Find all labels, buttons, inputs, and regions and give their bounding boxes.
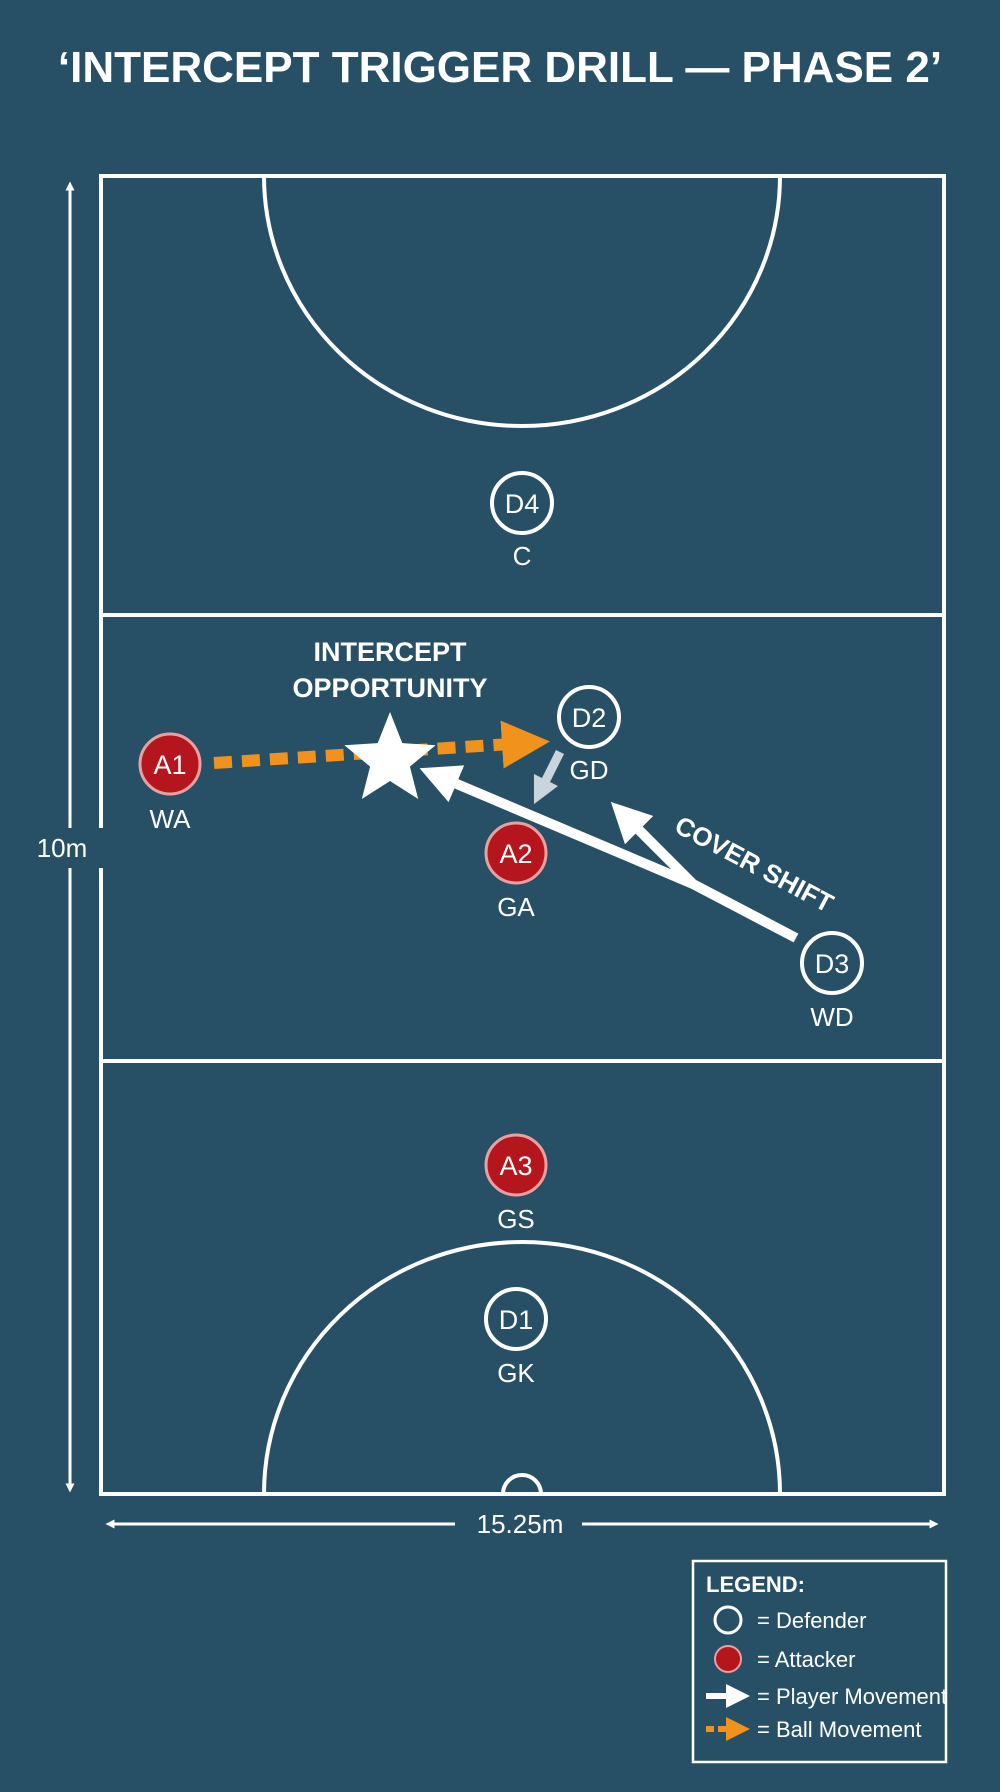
legend-defender-label: = Defender xyxy=(757,1608,866,1633)
defender-marker xyxy=(557,685,621,749)
player-movement-arrow xyxy=(419,765,695,889)
page-title: ‘INTERCEPT TRIGGER DRILL — PHASE 2’ xyxy=(58,43,942,92)
attacker-marker xyxy=(484,821,548,885)
player-id: D2 xyxy=(572,703,607,733)
defender-d1: D1 GK xyxy=(484,1287,548,1388)
netball-court xyxy=(99,174,946,1496)
height-dimension: 10m xyxy=(32,181,108,1493)
defender-d3: D3 WD xyxy=(800,931,864,1032)
player-id: D4 xyxy=(505,489,540,519)
height-label: 10m xyxy=(37,833,88,863)
goal-post-marker xyxy=(501,1473,543,1495)
defender-marker xyxy=(484,1287,548,1351)
legend: LEGEND: = Defender = Attacker = Player M… xyxy=(691,1559,948,1764)
player-id: D1 xyxy=(499,1305,534,1335)
defender-marker xyxy=(800,931,864,995)
player-position: GS xyxy=(497,1204,535,1234)
player-position: GA xyxy=(497,892,535,922)
shooting-circle-top xyxy=(262,175,782,428)
defender-marker xyxy=(490,471,554,535)
legend-ball-movement-label: = Ball Movement xyxy=(757,1717,921,1742)
defender-d2: D2 GD xyxy=(557,685,621,785)
intercept-label-line2: OPPORTUNITY xyxy=(292,673,487,703)
attacker-a1: A1 WA xyxy=(138,732,202,834)
shooting-circle-bottom xyxy=(262,1240,782,1495)
attacker-marker xyxy=(484,1133,548,1197)
attacker-a3: A3 GS xyxy=(484,1133,548,1234)
player-id: A3 xyxy=(499,1151,532,1181)
cover-shift-label: COVER SHIFT xyxy=(670,810,839,919)
attacker-a2: A2 GA xyxy=(484,821,548,922)
player-position: WA xyxy=(150,804,192,834)
defender-d4: D4 C xyxy=(490,471,554,571)
player-position: GK xyxy=(497,1358,535,1388)
player-id: A2 xyxy=(499,839,532,869)
player-position: GD xyxy=(570,755,609,785)
width-label: 15.25m xyxy=(477,1509,564,1539)
intercept-star-icon xyxy=(344,712,436,799)
player-id: D3 xyxy=(815,949,850,979)
gd-drop-arrow xyxy=(533,749,565,805)
legend-player-movement-label: = Player Movement xyxy=(757,1684,947,1709)
player-position: WD xyxy=(810,1002,853,1032)
intercept-label-line1: INTERCEPT xyxy=(313,637,467,667)
player-position: C xyxy=(513,541,532,571)
legend-attacker-icon xyxy=(714,1645,742,1673)
attacker-marker xyxy=(138,732,202,796)
legend-attacker-label: = Attacker xyxy=(757,1647,855,1672)
legend-title: LEGEND: xyxy=(706,1572,805,1597)
width-dimension: 15.25m xyxy=(105,1509,939,1539)
legend-defender-icon xyxy=(713,1605,743,1635)
player-id: A1 xyxy=(153,750,186,780)
